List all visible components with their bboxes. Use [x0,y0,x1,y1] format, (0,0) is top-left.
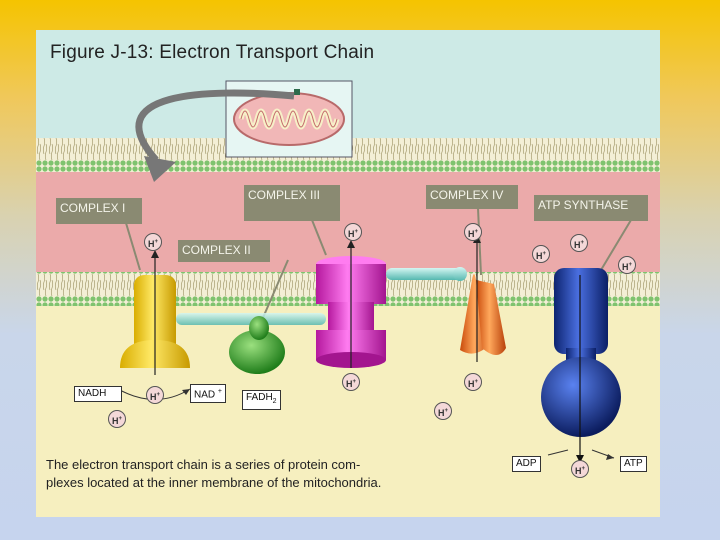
nad-label: NAD + [190,384,226,403]
fadh2-subscript: 2 [273,398,277,405]
nad-text: NAD [194,389,215,400]
complex-4-label: COMPLEX IV [426,185,518,209]
atp-synthase-label: ATP SYNTHASE [534,195,648,221]
hydrogen-ion: H+ [344,223,362,241]
complex-3-protein [316,240,386,368]
nadh-label: NADH [74,386,122,402]
complex-3-label: COMPLEX III [244,185,340,221]
figure-title: Figure J-13: Electron Transport Chain [50,42,374,64]
hydrogen-ion: H+ [144,233,162,251]
hydrogen-ion: H+ [571,460,589,478]
atp-label: ATP [620,456,647,472]
hydrogen-ion: H+ [532,245,550,263]
hydrogen-ion: H+ [464,223,482,241]
hydrogen-ion: H+ [570,234,588,252]
hydrogen-ion: H+ [464,373,482,391]
complex-1-label: COMPLEX I [56,198,142,224]
hydrogen-ion: H+ [108,410,126,428]
figure-panel: Figure J-13: Electron Transport Chain CO… [36,30,660,517]
adp-label: ADP [512,456,541,472]
nad-charge: + [218,388,222,395]
caption-line-2: plexes located at the inner membrane of … [46,474,516,492]
hydrogen-ion: H+ [146,386,164,404]
etc-diagram [36,30,660,517]
hydrogen-ion: H+ [342,373,360,391]
fadh2-label: FADH2 [242,390,281,410]
fadh2-text: FADH [246,392,273,403]
caption-line-1: The electron transport chain is a series… [46,456,516,474]
complex-2-label: COMPLEX II [178,240,270,262]
hydrogen-ion: H+ [618,256,636,274]
figure-caption: The electron transport chain is a series… [46,456,516,492]
hydrogen-ion: H+ [434,402,452,420]
